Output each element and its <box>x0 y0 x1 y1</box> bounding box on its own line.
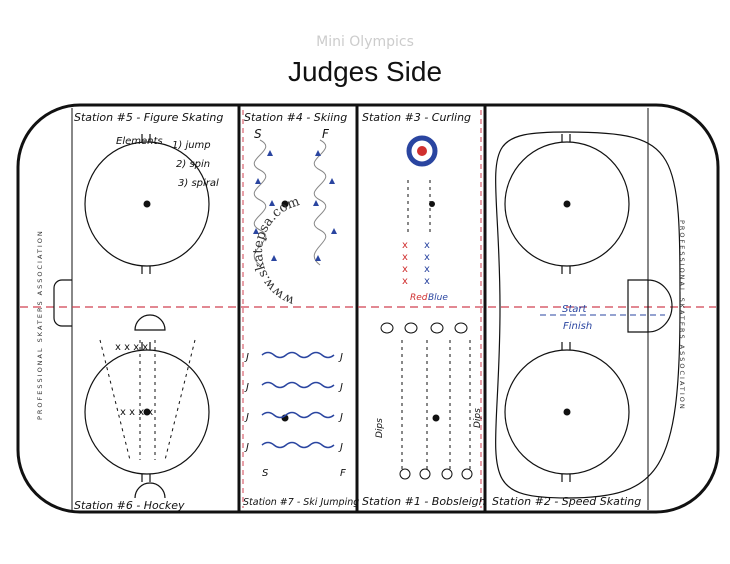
watermark: www.skatepsa.com <box>251 194 302 308</box>
element-3: 3) spiral <box>178 178 219 189</box>
svg-text:x: x <box>402 276 408 287</box>
faceoff-circle <box>504 141 630 267</box>
jump-label: J <box>338 412 343 423</box>
dips-label-left: Dips <box>375 418 385 438</box>
jump-label: J <box>244 412 249 423</box>
station-2-label: Station #2 - Speed Skating <box>492 495 641 508</box>
jump-label: J <box>338 352 343 363</box>
svg-text:x x x x: x x x x <box>120 407 153 418</box>
station-7-label: Station #7 - Ski Jumping <box>243 497 359 508</box>
jump-label: J <box>338 382 343 393</box>
start-label: Start <box>562 304 588 315</box>
svg-text:x: x <box>424 252 430 263</box>
blue-label: Blue <box>428 293 448 303</box>
speed-skating-track <box>495 131 681 499</box>
svg-text:x: x <box>402 252 408 263</box>
station-5-label: Station #5 - Figure Skating <box>74 111 223 124</box>
jump-label: J <box>244 352 249 363</box>
association-text-left: PROFESSIONAL SKATERS ASSOCIATION <box>36 229 44 420</box>
faceoff-circle <box>84 349 210 475</box>
dips-label-right: Dips <box>473 408 483 428</box>
rink-boards <box>16 103 720 514</box>
svg-text:x: x <box>424 264 430 275</box>
jump-label: J <box>244 382 249 393</box>
red-label: Red <box>410 293 428 303</box>
skiing-start: S <box>254 127 262 141</box>
element-1: 1) jump <box>172 140 211 151</box>
page-title: Judges Side <box>287 56 443 87</box>
station-4-label: Station #4 - Skiing <box>244 111 347 124</box>
goal-net-left <box>53 279 72 327</box>
svg-text:x x x x: x x x x <box>115 342 148 353</box>
station-1-label: Station #1 - Bobsleigh <box>362 495 486 508</box>
faceoff-circle <box>504 349 630 475</box>
jump-label: J <box>338 442 343 453</box>
station-3-label: Station #3 - Curling <box>362 111 471 124</box>
subtitle: Mini Olympics <box>316 34 414 50</box>
faceoff-circle <box>84 141 210 267</box>
station-6-label: Station #6 - Hockey <box>74 499 185 512</box>
elements-heading: Elements <box>116 136 163 147</box>
ski-jump-start: S <box>262 468 269 479</box>
association-text-right: PROFESSIONAL SKATERS ASSOCIATION <box>678 220 686 411</box>
finish-label: Finish <box>563 321 592 332</box>
skiing-finish: F <box>322 127 330 141</box>
element-2: 2) spin <box>176 159 210 170</box>
goal-net-right <box>627 279 673 333</box>
curling-house <box>406 135 438 167</box>
svg-text:x: x <box>402 264 408 275</box>
svg-text:x: x <box>424 276 430 287</box>
jump-label: J <box>244 442 249 453</box>
svg-text:x: x <box>402 240 408 251</box>
ski-jump-finish: F <box>340 468 346 479</box>
svg-text:x: x <box>424 240 430 251</box>
